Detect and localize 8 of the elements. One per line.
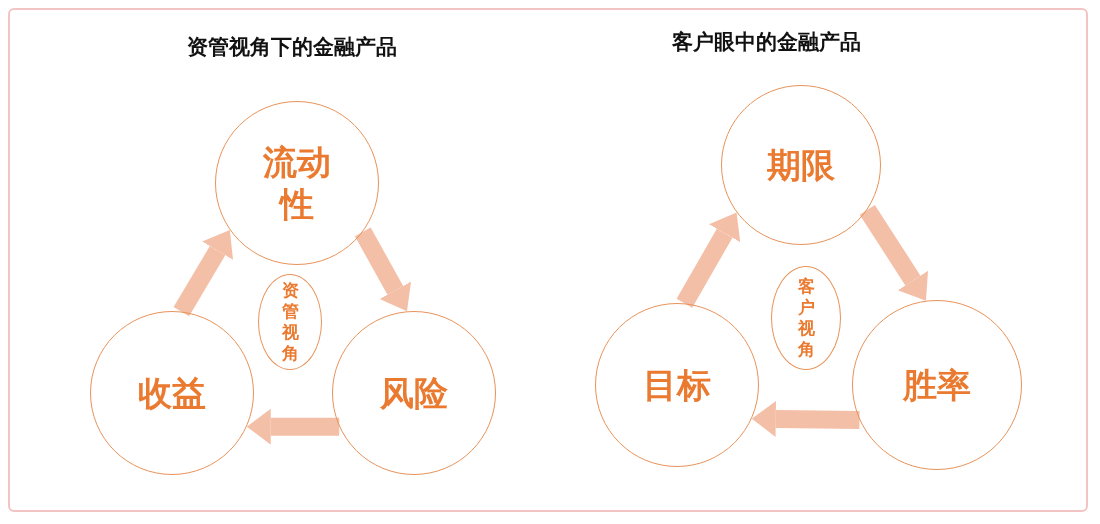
block-arrow [354,227,412,312]
section-label: 资管视角下的金融产品 [187,34,397,61]
block-arrow [246,408,340,445]
section-label: 客户眼中的金融产品 [671,29,861,56]
block-arrow [859,204,929,301]
block-arrow [751,400,860,437]
block-arrow [173,230,234,317]
block-arrow [676,212,741,308]
